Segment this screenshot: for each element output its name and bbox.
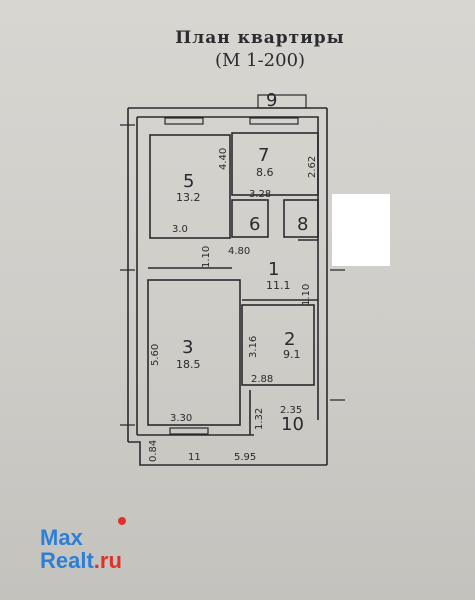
outer-wall-bottom bbox=[128, 441, 327, 466]
dim-3-0: 3.0 bbox=[172, 224, 188, 235]
room-5-outline bbox=[149, 134, 231, 239]
room-9-number: 9 bbox=[266, 90, 277, 111]
room-7-area: 8.6 bbox=[256, 166, 274, 179]
balcony-9 bbox=[257, 94, 307, 109]
dim-4-40: 4.40 bbox=[218, 148, 229, 170]
wall-ticks-right bbox=[330, 269, 345, 401]
window-room-7 bbox=[249, 117, 299, 125]
dim-1-32: 1.32 bbox=[254, 408, 265, 430]
wall-ticks-left bbox=[120, 124, 135, 426]
plan-title: План квартиры bbox=[175, 28, 345, 48]
dim-2-88: 2.88 bbox=[251, 374, 273, 385]
room-1-number: 1 bbox=[268, 259, 279, 280]
dim-2-62: 2.62 bbox=[307, 156, 318, 178]
room-10-number: 10 bbox=[281, 414, 304, 435]
room-5-area: 13.2 bbox=[176, 191, 201, 204]
dim-2-35: 2.35 bbox=[280, 405, 302, 416]
plan-scale: (М 1-200) bbox=[214, 50, 306, 71]
logo-suffix: .ru bbox=[93, 548, 122, 573]
room-3-outline bbox=[147, 279, 241, 426]
room-2-outline bbox=[241, 304, 315, 386]
room-8-outline bbox=[283, 199, 319, 238]
dim-5-95: 5.95 bbox=[234, 452, 256, 463]
room-6-outline bbox=[231, 199, 269, 238]
dim-3-30: 3.30 bbox=[170, 413, 192, 424]
room-6-number: 6 bbox=[249, 214, 260, 235]
room-2-area: 9.1 bbox=[283, 348, 301, 361]
room-7-outline bbox=[231, 132, 319, 196]
dim-11: 11 bbox=[188, 452, 201, 463]
dim-4-80: 4.80 bbox=[228, 246, 250, 257]
logo-line-1: Max bbox=[40, 525, 83, 550]
room-8-number: 8 bbox=[297, 214, 308, 235]
room-1-area: 11.1 bbox=[266, 279, 291, 292]
outer-wall-top-right bbox=[137, 116, 319, 420]
dim-1-10: 1.10 bbox=[201, 246, 212, 268]
room-7-number: 7 bbox=[258, 145, 269, 166]
dim-5-60: 5.60 bbox=[150, 344, 161, 366]
window-room-3 bbox=[169, 427, 209, 435]
logo-realt: Realt bbox=[40, 548, 94, 573]
room-3-number: 3 bbox=[182, 337, 193, 358]
room-2-number: 2 bbox=[284, 329, 295, 350]
dim-1-10-b: 1.10 bbox=[301, 284, 312, 306]
redaction-box bbox=[332, 194, 390, 266]
room-5-number: 5 bbox=[183, 171, 194, 192]
maxrealt-logo: Max Realt.ru bbox=[40, 527, 122, 572]
dim-3-28: 3.28 bbox=[249, 189, 271, 200]
window-room-5 bbox=[164, 117, 204, 125]
dim-0-84: 0.84 bbox=[148, 440, 159, 462]
windows bbox=[120, 94, 345, 435]
logo-dot bbox=[118, 517, 126, 525]
dim-3-16: 3.16 bbox=[248, 336, 259, 358]
logo-line-2: Realt.ru bbox=[40, 550, 122, 572]
room-3-area: 18.5 bbox=[176, 358, 201, 371]
